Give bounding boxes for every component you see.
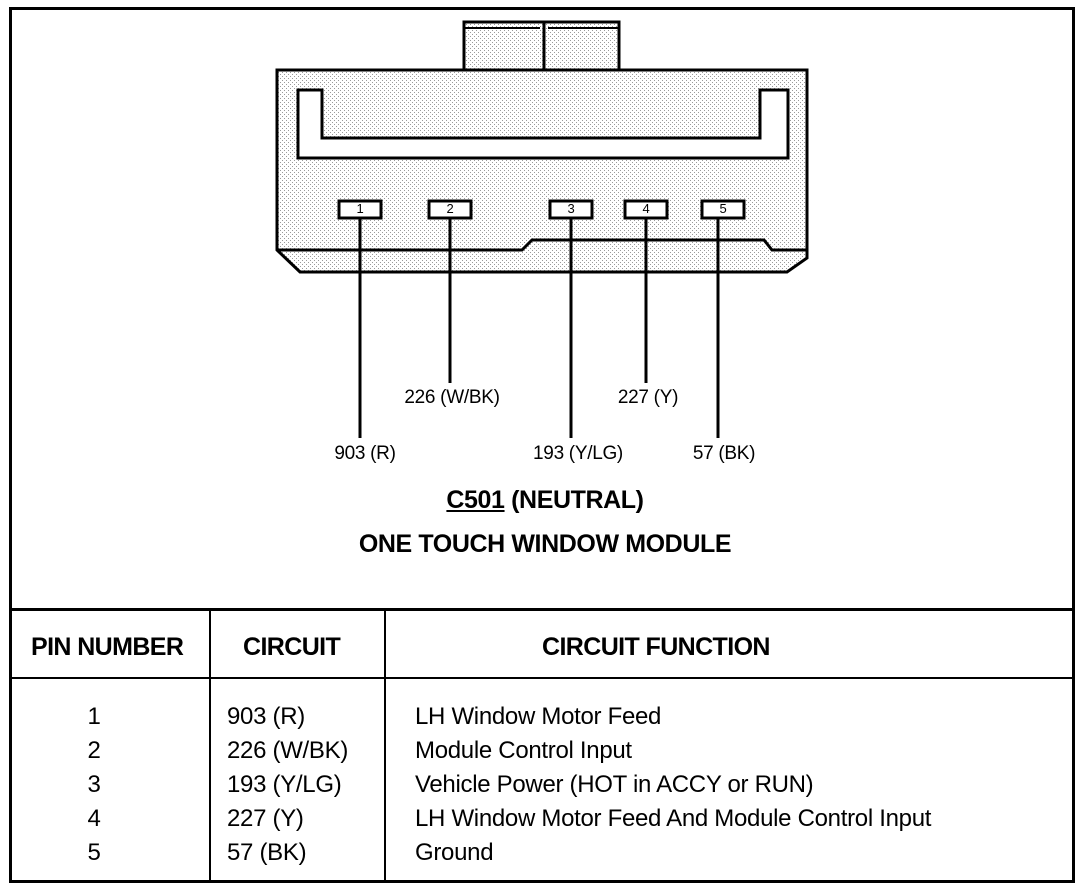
cell-circuit: 903 (R) bbox=[227, 703, 305, 730]
header-circuit-function: CIRCUIT FUNCTION bbox=[542, 633, 770, 661]
header-rule bbox=[12, 677, 1072, 679]
wire-label-227: 227 (Y) bbox=[617, 387, 679, 408]
table-row: 3 193 (Y/LG) Vehicle Power (HOT in ACCY … bbox=[12, 771, 1072, 805]
cell-circuit: 193 (Y/LG) bbox=[227, 771, 342, 798]
table-row: 5 57 (BK) Ground bbox=[12, 839, 1072, 873]
connector-body bbox=[275, 68, 809, 274]
column-rule-1 bbox=[209, 611, 211, 883]
pin-number-4: 4 bbox=[642, 201, 650, 216]
cell-function: Ground bbox=[415, 839, 494, 866]
wire-leads bbox=[358, 218, 720, 438]
wire-label-193: 193 (Y/LG) bbox=[533, 443, 623, 464]
cell-pin: 5 bbox=[87, 839, 101, 866]
pin-number-5: 5 bbox=[719, 201, 727, 216]
header-pin-number: PIN NUMBER bbox=[31, 633, 184, 661]
table-row: 4 227 (Y) LH Window Motor Feed And Modul… bbox=[12, 805, 1072, 839]
cell-function: Vehicle Power (HOT in ACCY or RUN) bbox=[415, 771, 814, 798]
diagram-frame: 1 2 3 4 5 903 (R) 226 (W/BK) 193 (Y/LG) … bbox=[9, 7, 1075, 883]
pin-number-3: 3 bbox=[567, 201, 575, 216]
table-body: 1 903 (R) LH Window Motor Feed 2 226 (W/… bbox=[12, 703, 1072, 873]
cell-pin: 4 bbox=[87, 805, 101, 832]
cell-circuit: 227 (Y) bbox=[227, 805, 304, 832]
connector-caption: C501 (NEUTRAL) bbox=[12, 486, 1078, 515]
table-row: 1 903 (R) LH Window Motor Feed bbox=[12, 703, 1072, 737]
cell-pin: 1 bbox=[87, 703, 101, 730]
pin-cavities bbox=[337, 199, 746, 220]
header-circuit: CIRCUIT bbox=[243, 633, 341, 661]
cell-pin: 2 bbox=[87, 737, 101, 764]
wire-label-226: 226 (W/BK) bbox=[404, 387, 500, 408]
cell-function: LH Window Motor Feed bbox=[415, 703, 662, 730]
wire-label-57: 57 (BK) bbox=[692, 443, 756, 464]
table-row: 2 226 (W/BK) Module Control Input bbox=[12, 737, 1072, 771]
connector-diagram: 1 2 3 4 5 903 (R) 226 (W/BK) 193 (Y/LG) … bbox=[12, 10, 1078, 610]
pin-number-1: 1 bbox=[356, 201, 364, 216]
pin-table: PIN NUMBER CIRCUIT CIRCUIT FUNCTION 1 90… bbox=[12, 611, 1072, 883]
pin-number-2: 2 bbox=[446, 201, 454, 216]
connector-face-drawing bbox=[275, 20, 809, 438]
cell-pin: 3 bbox=[87, 771, 101, 798]
cell-circuit: 57 (BK) bbox=[227, 839, 307, 866]
cell-function: Module Control Input bbox=[415, 737, 632, 764]
column-rule-2 bbox=[384, 611, 386, 883]
wire-label-903: 903 (R) bbox=[334, 443, 396, 464]
module-name: ONE TOUCH WINDOW MODULE bbox=[358, 530, 732, 558]
connector-id: C501 bbox=[446, 486, 505, 514]
cell-function: LH Window Motor Feed And Module Control … bbox=[415, 805, 932, 832]
cell-circuit: 226 (W/BK) bbox=[227, 737, 349, 764]
section-divider bbox=[12, 608, 1072, 611]
connector-qualifier: (NEUTRAL) bbox=[511, 486, 644, 514]
